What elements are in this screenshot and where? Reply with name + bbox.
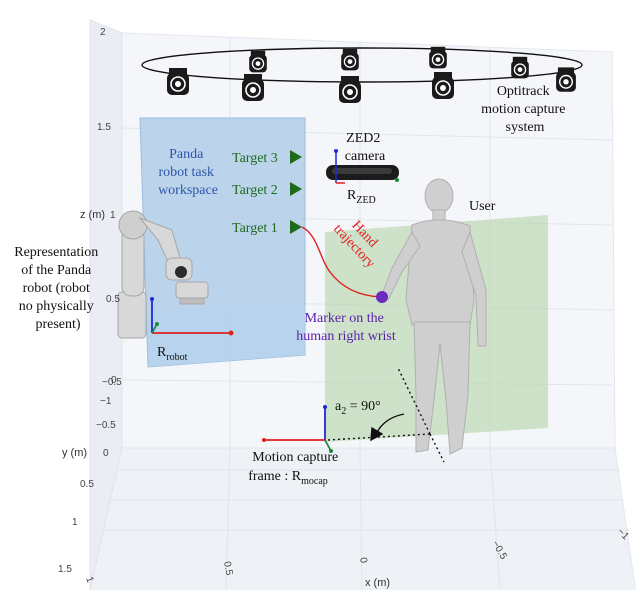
floor-panel bbox=[89, 447, 637, 590]
optitrack-camera-icon bbox=[511, 56, 529, 79]
y-tick-1.5: 1.5 bbox=[58, 564, 72, 575]
z-tick-0: 0 bbox=[111, 375, 117, 386]
zed-label: ZED2 camera bbox=[345, 131, 386, 164]
y-tick-0: 0 bbox=[103, 448, 109, 459]
z-tick-0.5: 0.5 bbox=[106, 294, 120, 305]
angle-label-box bbox=[330, 394, 402, 416]
optitrack-camera-icon bbox=[167, 68, 189, 95]
user-figure bbox=[380, 178, 487, 455]
y-tick-0.5: 0.5 bbox=[80, 479, 94, 490]
left-wall-panel bbox=[89, 19, 123, 590]
x-axis-title-visible: x (m) bbox=[365, 577, 390, 589]
angle-label: a2 = 90° bbox=[335, 399, 381, 417]
hand-trajectory-curve bbox=[301, 226, 382, 298]
y-tick-neg0.5: −0.5 bbox=[96, 420, 116, 431]
r-zed-label: RZED bbox=[347, 188, 376, 206]
y-axis-title: y (m) bbox=[62, 447, 87, 459]
marker-label: Marker on the human right wrist bbox=[296, 311, 396, 344]
y-tick-neg0.5-top: −0.5 bbox=[102, 377, 122, 388]
zed-camera-icon bbox=[326, 149, 399, 184]
y-tick-1: 1 bbox=[72, 517, 78, 528]
target2-arrow bbox=[290, 182, 302, 196]
floor-grid bbox=[100, 447, 630, 590]
optitrack-camera-icon bbox=[249, 50, 267, 73]
z-axis-title: z (m) bbox=[80, 209, 105, 221]
x-tick-1: 1 bbox=[83, 575, 95, 584]
mocap-label: Motion capture frame : Rmocap bbox=[248, 450, 341, 487]
target3-arrow bbox=[290, 150, 302, 164]
optitrack-label: Optitrack motion capture system bbox=[481, 84, 569, 135]
z-tick-2: 2 bbox=[100, 27, 106, 38]
optitrack-camera-icon bbox=[341, 48, 359, 71]
optitrack-camera-icon bbox=[429, 46, 447, 69]
robot-frame-axes bbox=[150, 297, 234, 336]
x-tick-0: 0 bbox=[357, 557, 369, 565]
optitrack-camera-icon bbox=[432, 72, 454, 99]
x-tick-0.5: 0.5 bbox=[221, 561, 234, 577]
wrist-marker-dot bbox=[376, 291, 388, 303]
target2-label: Target 2 bbox=[232, 183, 278, 198]
angle-indicator bbox=[327, 367, 445, 463]
optitrack-camera-icon bbox=[339, 76, 361, 103]
panda-robot-icon bbox=[117, 210, 209, 339]
target3-label: Target 3 bbox=[232, 151, 278, 166]
user-label: User bbox=[469, 199, 496, 214]
optitrack-camera-icon bbox=[242, 74, 264, 101]
optitrack-camera-icon bbox=[556, 67, 576, 92]
r-robot-label: Rrobot bbox=[157, 345, 188, 363]
representation-label: Representation of the Panda robot (robot… bbox=[14, 245, 101, 332]
optitrack-ring bbox=[141, 47, 583, 83]
z-tick-1: 1 bbox=[110, 210, 116, 221]
mocap-frame-axes bbox=[262, 405, 333, 453]
target1-arrow bbox=[290, 220, 302, 234]
workspace-label: Panda robot task workspace bbox=[158, 147, 218, 198]
target1-label: Target 1 bbox=[232, 221, 278, 236]
robot-workspace-bottom bbox=[148, 305, 305, 367]
optitrack-cameras bbox=[167, 46, 576, 103]
z-tick-1.5: 1.5 bbox=[97, 122, 111, 133]
y-tick-neg1: −1 bbox=[100, 396, 112, 407]
